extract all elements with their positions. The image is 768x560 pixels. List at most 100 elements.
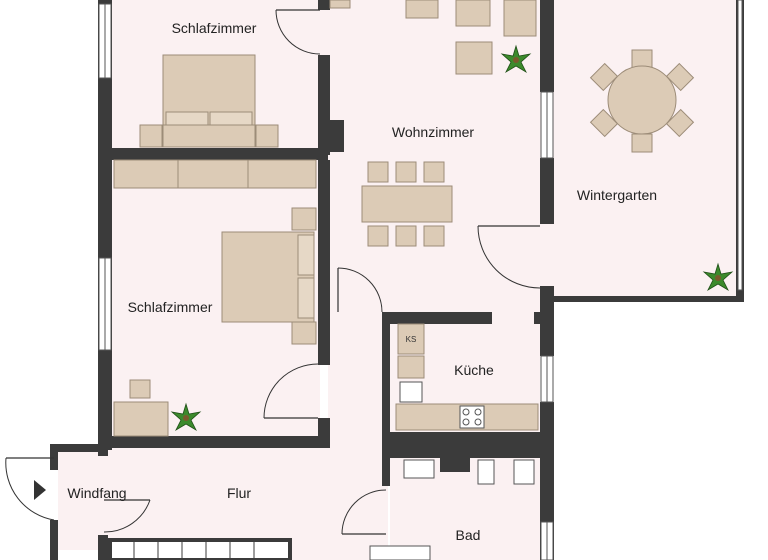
label-wintergarten: Wintergarten [577,187,657,203]
label-windfang: Windfang [67,485,126,501]
stairs [108,538,292,560]
round-table-chair-bl [589,108,619,138]
wall-bedroom-left-right [318,160,330,365]
doors [5,9,541,535]
kueche-fixtures: KS [395,323,539,431]
plant-icon-wintergarten [702,262,734,292]
wall-kueche-right-upper [540,286,554,356]
door-arc-windfang [103,499,151,533]
wardrobe-section-1 [113,159,179,189]
wall-bad-shaft [440,432,470,472]
label-bad: Bad [456,527,481,543]
room-labels: Schlafzimmer Wohnzimmer Wintergarten Sch… [67,20,657,543]
nightstand-right [255,124,279,148]
wall-windfang-top [50,444,108,452]
floor-wohnzimmer [322,0,544,320]
window-wintergarten [737,0,743,291]
dining-chair-3 [423,161,445,183]
wall-bad-left [382,448,390,486]
dining-chair-6 [423,225,445,247]
entrance-arrow-icon [34,480,46,500]
plant-icon-wohnzimmer [500,44,532,74]
floor-windfang [58,450,108,550]
floor-flur-corridor [328,320,388,445]
round-table [607,65,677,135]
round-table-chair-top [631,49,653,69]
wardrobe [113,159,317,189]
dining-chair-5 [395,225,417,247]
dining-chair-2 [395,161,417,183]
armchair-1 [405,0,439,19]
round-table-chair-tl [589,62,619,92]
bath-sink-1 [403,459,435,479]
armchair-3 [503,0,537,37]
nightstand-left [139,124,163,148]
kitchen-sink [399,381,423,403]
bedroom-left-furniture [113,207,317,437]
wall-windfang-right-lower [98,535,108,560]
label-flur: Flur [227,485,251,501]
bedroom-top-furniture [139,0,351,148]
dining-table [361,185,453,223]
wall-windfang-left-lower [50,520,58,560]
wardrobe-section-3 [247,159,317,189]
cabinet [397,355,425,379]
label-schlafzimmer-top: Schlafzimmer [172,20,257,36]
wall-between-bedrooms [110,148,328,160]
door-arc-bedroom-left [263,363,319,419]
bath-toilet [477,459,495,485]
plant-icon-schlafzimmer [170,402,202,432]
wall-stub-top [318,0,330,10]
wall-kueche-top [382,312,492,324]
door-arc-wintergarten [477,225,541,289]
fridge [397,323,425,355]
wall-wohnzimmer-right-mid [540,158,554,224]
wall-kueche-top-right-stub [534,312,544,324]
burner-4 [474,418,482,426]
armchair-2 [455,0,491,27]
bathtub [369,545,431,560]
door-arc-entrance [5,457,55,521]
armchair-4 [455,41,493,75]
label-schlafzimmer-left: Schlafzimmer [128,299,213,315]
door-arc-kueche [337,267,383,313]
wall-windfang-right [98,448,108,456]
windows [98,0,743,560]
nightstand-left-top [291,207,317,231]
staircase [108,538,292,560]
desk-chair [129,379,151,399]
wohnzimmer-furniture [361,0,537,247]
label-wohnzimmer: Wohnzimmer [392,124,475,140]
bed-base [162,124,256,148]
furniture-top-stub [329,0,351,9]
burner-2 [474,408,482,416]
desk [113,401,169,437]
dining-chair-1 [367,161,389,183]
door-arc-bedroom-top [275,9,321,55]
wall-kueche-left [382,312,390,448]
label-kueche: Küche [454,362,494,378]
door-arc-bad [341,489,387,535]
bath-sink-2 [513,459,535,485]
nightstand-left-bottom [291,321,317,345]
plants [170,44,734,432]
wintergarten-furniture [589,49,695,153]
pillow-left-1 [297,234,315,276]
pillow-left [165,111,209,127]
wall-wohnzimmer-right-upper [540,0,554,92]
wall-wintergarten-bottom [554,296,742,302]
burner-3 [462,418,470,426]
burner-1 [462,408,470,416]
stove [459,405,485,429]
round-table-chair-tr [665,62,695,92]
fridge-label: KS [406,335,417,344]
wall-windfang-left-upper [50,444,58,470]
wall-bedroom-left-bottom [98,436,330,448]
round-table-chair-br [665,108,695,138]
wall-pillar [322,120,344,152]
wardrobe-section-2 [177,159,249,189]
pillow-right [209,111,253,127]
pillow-left-2 [297,277,315,319]
round-table-chair-bottom [631,133,653,153]
